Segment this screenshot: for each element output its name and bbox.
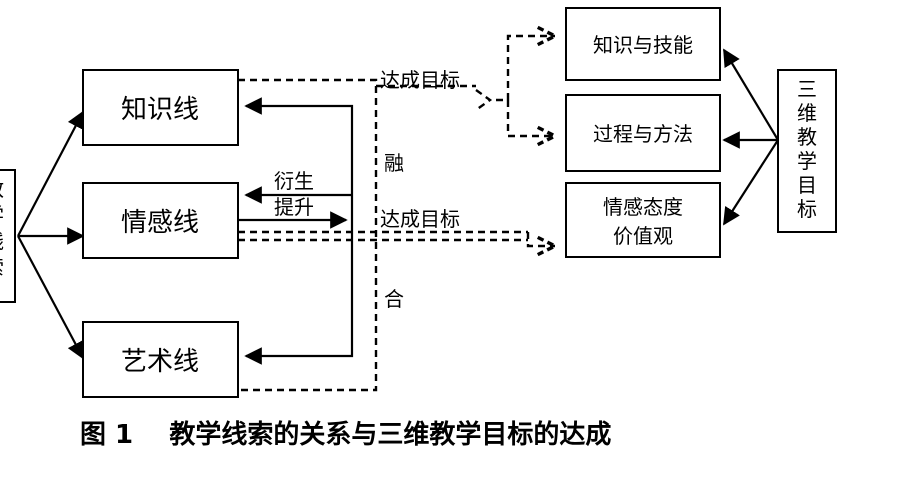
goal-knowledge-skill-label: 知识与技能 (593, 33, 693, 57)
figure-caption: 图 1 教学线索的关系与三维教学目标的达成 (80, 419, 611, 450)
knowledge-line-box: 知识线 (82, 69, 239, 146)
goal-emotion-attitude-box: 情感态度 价值观 (565, 182, 721, 258)
goal-knowledge-skill-box: 知识与技能 (565, 7, 721, 81)
right-box-char: 维 (797, 101, 817, 125)
right-box-char: 教 (797, 125, 817, 149)
achieve-goal-mid-label: 达成目标 (380, 207, 460, 231)
goal-process-method-box: 过程与方法 (565, 94, 721, 172)
feedback-loop (238, 97, 354, 365)
branch-arrows (17, 110, 85, 360)
goal-process-method-label: 过程与方法 (593, 122, 693, 146)
left-box-char: 索 (0, 255, 4, 279)
left-box-char: 教 (0, 177, 4, 201)
art-line-label: 艺术线 (121, 347, 199, 377)
fuse-label-2: 合 (384, 287, 404, 311)
goal-emotion-attitude-label: 情感态度 (603, 195, 683, 219)
left-box-char: 线 (0, 229, 4, 253)
left-box-char: 学 (0, 203, 4, 227)
derive-label: 衍生 (274, 169, 314, 193)
right-box-char: 目 (797, 173, 817, 197)
emotion-line-box: 情感线 (82, 182, 239, 259)
achieve-goal-top-label: 达成目标 (380, 68, 460, 92)
knowledge-line-label: 知识线 (121, 95, 199, 125)
art-line-box: 艺术线 (82, 321, 239, 398)
elevate-label: 提升 (274, 195, 314, 219)
fuse-label-1: 融 (384, 151, 404, 175)
dashed-connections (238, 36, 555, 392)
left-source-box: 教 学 线 索 (0, 169, 16, 303)
right-box-char: 标 (797, 197, 817, 221)
right-box-char: 三 (797, 77, 817, 101)
goal-value-label: 价值观 (613, 224, 673, 248)
emotion-line-label: 情感线 (121, 208, 199, 238)
goal-arrows (722, 48, 779, 226)
three-dimension-goal-box: 三 维 教 学 目 标 (777, 69, 837, 233)
right-box-char: 学 (797, 149, 817, 173)
